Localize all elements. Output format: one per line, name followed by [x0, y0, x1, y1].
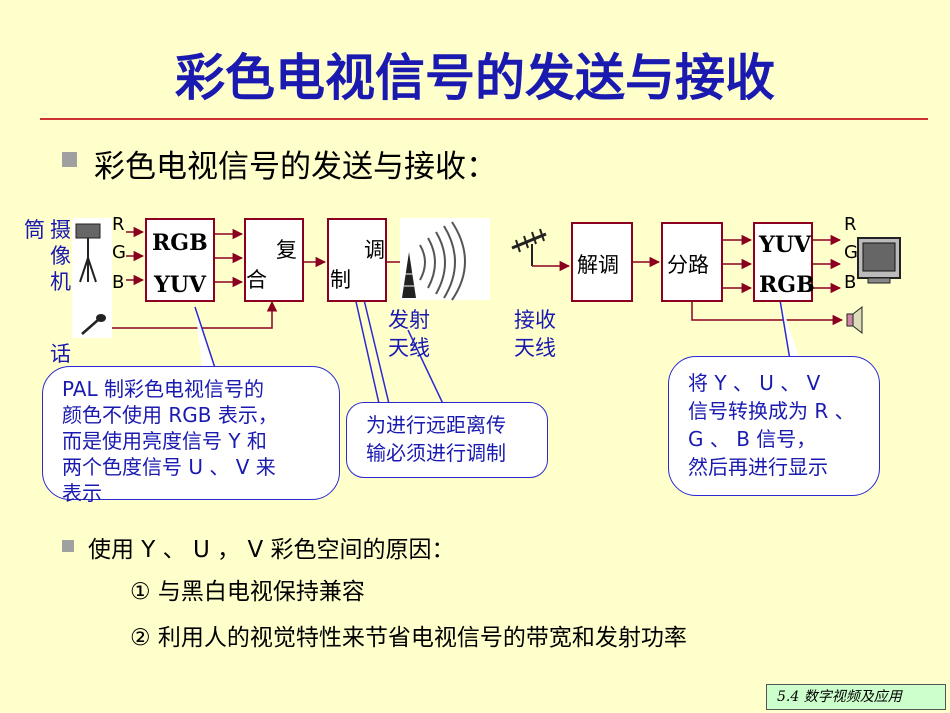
callout-left-line-3: 而是使用亮度信号 Y 和 [62, 429, 267, 453]
callout-middle-line-2: 输必须进行调制 [366, 441, 506, 465]
bullet-reasons-heading: 使用 Y 、 U ， V 彩色空间的原因： [88, 537, 455, 563]
block-split [661, 222, 723, 302]
block-multiplex [244, 218, 304, 302]
block-rgb-to-yuv-bottom: YUV [154, 272, 206, 298]
block-rgb-to-yuv [145, 218, 215, 302]
arrow-audio-speaker [691, 302, 844, 326]
pointer-right-bubble [779, 299, 800, 361]
reason-item-2: ② 利用人的视觉特性来节省电视信号的带宽和发射功率 [130, 625, 687, 651]
block-modulate-bottom: 制 [330, 268, 351, 292]
callout-right-line-4: 然后再进行显示 [688, 455, 828, 479]
bullet-main-heading: 彩色电视信号的发送与接收： [94, 149, 497, 185]
block-multiplex-bottom: 合 [246, 268, 267, 292]
callout-middle [346, 402, 548, 478]
rx-antenna-label-2: 天线 [514, 336, 556, 360]
callout-left-line-1: PAL 制彩色电视信号的 [62, 377, 264, 401]
callout-left-line-5: 表示 [62, 481, 102, 505]
callout-right-line-2: 信号转换成为 R 、 [688, 399, 855, 423]
rx-antenna-label-1: 接收 [514, 308, 556, 332]
callout-middle-line-1: 为进行远距离传 [366, 413, 506, 437]
microphone-label: 话 [50, 342, 71, 366]
bullet-marker [62, 152, 77, 167]
block-demodulate [571, 222, 633, 302]
speaker-icon [846, 305, 863, 335]
rgb-label-g-right: G [844, 242, 858, 263]
camera-icon [72, 218, 112, 338]
callout-right [668, 356, 880, 496]
tx-antenna-label-1: 发射 [388, 308, 430, 332]
pointer-left-bubble [194, 306, 219, 375]
camera-label-2: 像 [50, 244, 71, 268]
block-yuv-to-rgb [753, 222, 813, 302]
rgb-label-r-right: R [844, 214, 857, 235]
monitor-icon [857, 237, 901, 284]
rgb-label-g-left: G [112, 242, 126, 263]
bullet-marker-2 [62, 540, 74, 552]
camera-label-1: 摄 [50, 218, 71, 242]
block-demodulate-label: 解调 [577, 253, 619, 277]
slide-footer: 5.4 数字视频及应用 [766, 684, 946, 710]
arrow-audio-mux [112, 300, 278, 329]
pointer-mid-3 [407, 329, 446, 409]
callout-right-line-1: 将 Y 、 U 、 V [688, 371, 821, 395]
camera-label-3: 机 [50, 270, 71, 294]
microphone-icon [81, 314, 106, 335]
camera-tube-label: 筒 [24, 218, 45, 242]
pointer-mid-2 [359, 282, 391, 409]
block-modulate-top: 调 [364, 238, 385, 262]
block-split-label: 分路 [667, 253, 709, 277]
title-divider [40, 118, 928, 120]
transmit-tower-icon [400, 218, 490, 301]
block-yuv-to-rgb-top: YUV [759, 232, 811, 258]
block-yuv-to-rgb-bottom: RGB [759, 272, 815, 298]
rgb-label-r-left: R [112, 214, 125, 235]
callout-left [42, 366, 340, 500]
reason-item-1: ① 与黑白电视保持兼容 [130, 579, 365, 605]
rgb-label-b-right: B [844, 272, 857, 293]
block-modulate [327, 218, 387, 302]
rgb-label-b-left: B [112, 272, 125, 293]
callout-left-line-2: 颜色不使用 RGB 表示， [62, 403, 278, 427]
block-multiplex-top: 复 [276, 238, 297, 262]
page-title: 彩色电视信号的发送与接收 [175, 48, 775, 107]
receive-antenna-icon [511, 228, 547, 266]
callout-left-line-4: 两个色度信号 U 、 V 来 [62, 455, 276, 479]
tx-antenna-label-2: 天线 [388, 336, 430, 360]
block-rgb-to-yuv-top: RGB [152, 230, 208, 256]
callout-right-line-3: G 、 B 信号， [688, 427, 817, 451]
